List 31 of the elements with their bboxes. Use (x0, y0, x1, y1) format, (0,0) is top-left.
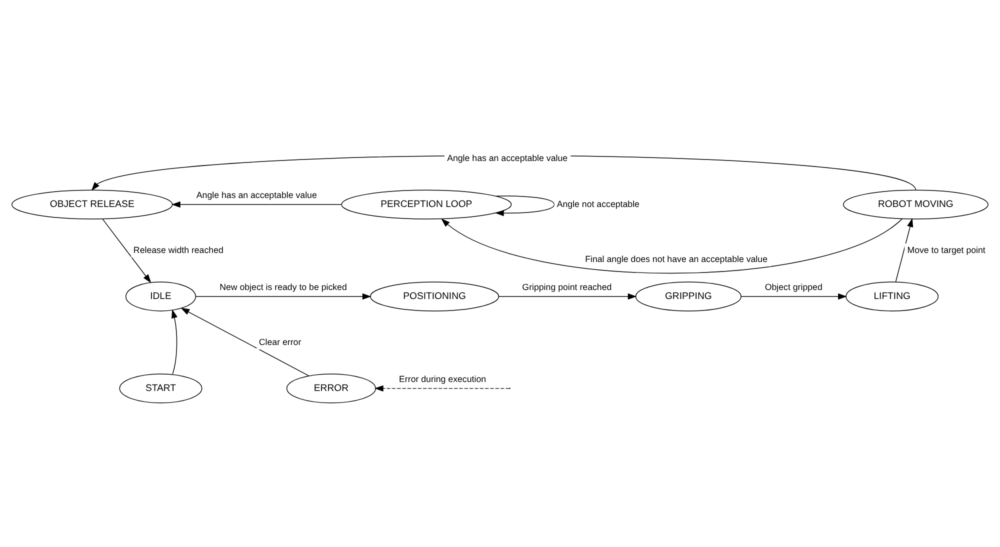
edge-label: Clear error (258, 337, 302, 348)
edge-label: Angle not acceptable (556, 199, 640, 210)
node-ellipse: POSITIONING (370, 282, 500, 312)
arrow (102, 218, 152, 284)
node-ellipse: OBJECT RELEASE (11, 190, 173, 220)
arrow (441, 218, 903, 274)
edge-label: Release width reached (133, 245, 224, 256)
edge-label: New object is ready to be picked (220, 282, 347, 292)
arrow (180, 308, 310, 376)
node-ellipse: IDLE (126, 282, 196, 312)
arrow (172, 201, 342, 208)
edge-label: Angle has an acceptable value (447, 153, 568, 164)
arrow (895, 218, 914, 282)
edge-label: Object gripped (764, 282, 822, 292)
node-ellipse: GRIPPING (635, 282, 742, 312)
arrow (172, 309, 178, 375)
node-ellipse: ERROR (286, 374, 376, 404)
arrow (196, 293, 372, 300)
edge-label: Angle has an acceptable value (196, 190, 317, 200)
arrow (374, 385, 510, 392)
arrow (740, 293, 847, 300)
edge-label: Final angle does not have an acceptable value (585, 254, 768, 264)
node-ellipse: LIFTING (846, 282, 939, 312)
edge-label: Error during execution (399, 374, 486, 384)
edge-label: Move to target point (907, 245, 986, 256)
arrow (498, 293, 637, 300)
node-ellipse: PERCEPTION LOOP (341, 190, 512, 220)
arrow (495, 196, 555, 216)
edge-label: Gripping point reached (522, 282, 612, 292)
node-ellipse: ROBOT MOVING (842, 190, 988, 220)
node-ellipse: START (119, 374, 202, 404)
